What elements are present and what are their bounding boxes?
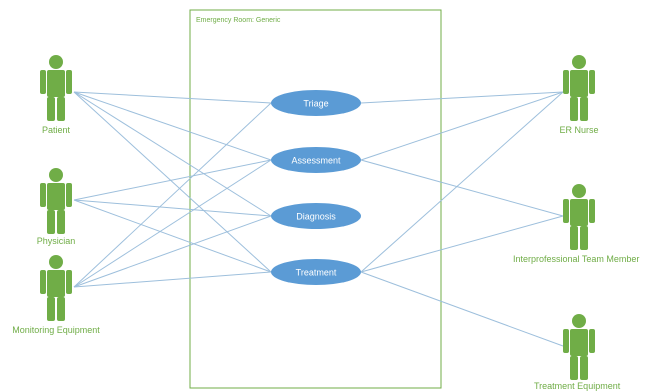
- association-line-ernurse-triage: [360, 91, 564, 104]
- actor-label-physician: Physician: [37, 236, 76, 246]
- association-line-patient-assessment: [73, 91, 272, 161]
- person-icon: [563, 55, 595, 121]
- association-line-monitoring-assessment: [73, 159, 272, 288]
- association-line-patient-triage: [73, 91, 272, 104]
- actor-label-ernurse: ER Nurse: [559, 125, 598, 135]
- association-line-ernurse-assessment: [360, 91, 564, 161]
- actor-patient[interactable]: [40, 55, 72, 121]
- usecase-label-assessment: Assessment: [291, 156, 341, 166]
- person-icon: [40, 55, 72, 121]
- association-line-interprof-treatment: [360, 215, 564, 273]
- usecase-label-treatment: Treatment: [296, 268, 337, 278]
- association-line-patient-treatment: [73, 91, 272, 273]
- association-line-physician-diagnosis: [73, 199, 272, 217]
- association-line-physician-assessment: [73, 159, 272, 201]
- system-boundary: [189, 9, 442, 389]
- association-line-monitoring-treatment: [73, 271, 272, 288]
- person-icon: [40, 168, 72, 234]
- association-line-monitoring-diagnosis: [73, 215, 272, 288]
- usecase-treatment[interactable]: Treatment: [271, 259, 361, 285]
- boundary-title: Emergency Room: Generic: [196, 17, 281, 24]
- person-icon: [40, 255, 72, 321]
- actor-label-interprof: Interprofessional Team Member: [513, 254, 639, 264]
- actor-monitoring[interactable]: [40, 255, 72, 321]
- association-line-treatequip-treatment: [360, 271, 564, 347]
- association-line-interprof-assessment: [360, 159, 564, 217]
- association-line-monitoring-triage: [73, 102, 272, 288]
- person-icon: [563, 314, 595, 380]
- usecase-diagnosis[interactable]: Diagnosis: [271, 203, 361, 229]
- usecase-triage[interactable]: Triage: [271, 90, 361, 116]
- actor-label-treatequip: Treatment Equipment: [534, 381, 621, 391]
- usecase-label-triage: Triage: [303, 99, 328, 109]
- association-line-physician-treatment: [73, 199, 272, 273]
- usecase-label-diagnosis: Diagnosis: [296, 212, 336, 222]
- association-line-ernurse-treatment: [360, 91, 564, 273]
- association-lines: [73, 91, 564, 347]
- actor-interprof[interactable]: [563, 184, 595, 250]
- actor-label-monitoring: Monitoring Equipment: [12, 325, 100, 335]
- association-line-patient-diagnosis: [73, 91, 272, 217]
- actor-treatequip[interactable]: [563, 314, 595, 380]
- person-icon: [563, 184, 595, 250]
- usecase-assessment[interactable]: Assessment: [271, 147, 361, 173]
- actor-label-patient: Patient: [42, 125, 71, 135]
- actor-physician[interactable]: [40, 168, 72, 234]
- actor-ernurse[interactable]: [563, 55, 595, 121]
